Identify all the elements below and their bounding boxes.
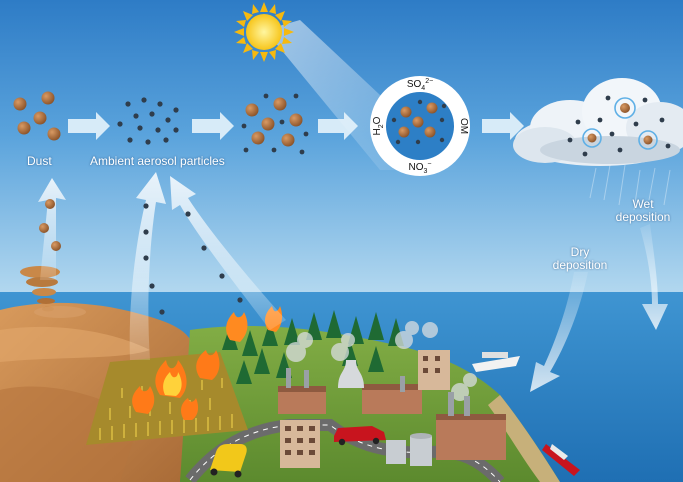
- dust-label: Dust: [27, 154, 52, 168]
- ring-label-water: H2O: [372, 116, 385, 135]
- cloud-icon: [513, 78, 683, 166]
- arrow-right-4: [482, 112, 524, 140]
- ring-label-organic: OM: [458, 118, 469, 134]
- arrow-right-2: [192, 112, 234, 140]
- factory-icon: [278, 350, 506, 468]
- flow-arrows: [68, 112, 524, 140]
- dry-deposition-line1: Dry: [570, 245, 590, 259]
- dry-deposition-line2: deposition: [552, 258, 608, 272]
- sun-icon: [234, 2, 294, 62]
- dry-deposition-arrow: [530, 272, 588, 392]
- ring-label-nitrate: NO3−: [409, 161, 432, 175]
- industry-rising-arrow: [170, 176, 286, 330]
- mixed-particles: [241, 93, 309, 155]
- dust-particles: [13, 91, 61, 141]
- ambient-particles: [117, 97, 179, 145]
- wet-deposition-arrow: [640, 224, 668, 330]
- smoke: [286, 321, 477, 401]
- wet-deposition-line1: Wet: [632, 197, 654, 211]
- rain: [589, 164, 671, 211]
- wet-deposition-label: Wet deposition: [608, 198, 678, 224]
- arrow-right-3: [318, 112, 358, 140]
- ship-icon: [472, 352, 580, 476]
- wet-deposition-line2: deposition: [615, 210, 671, 224]
- rising-ambient: [143, 203, 243, 315]
- dry-deposition-label: Dry deposition: [545, 246, 615, 272]
- coated-particle-ring: SO42− NO3− H2O OM: [370, 76, 470, 176]
- dust-rising-arrow: [38, 178, 66, 280]
- rising-dust: [39, 199, 61, 251]
- ambient-aerosol-label: Ambient aerosol particles: [90, 154, 225, 168]
- fire-rising-arrow: [129, 172, 166, 360]
- arrow-right-1: [68, 112, 110, 140]
- car-icon: [210, 426, 386, 478]
- ring-label-sulfate: SO42−: [407, 78, 433, 92]
